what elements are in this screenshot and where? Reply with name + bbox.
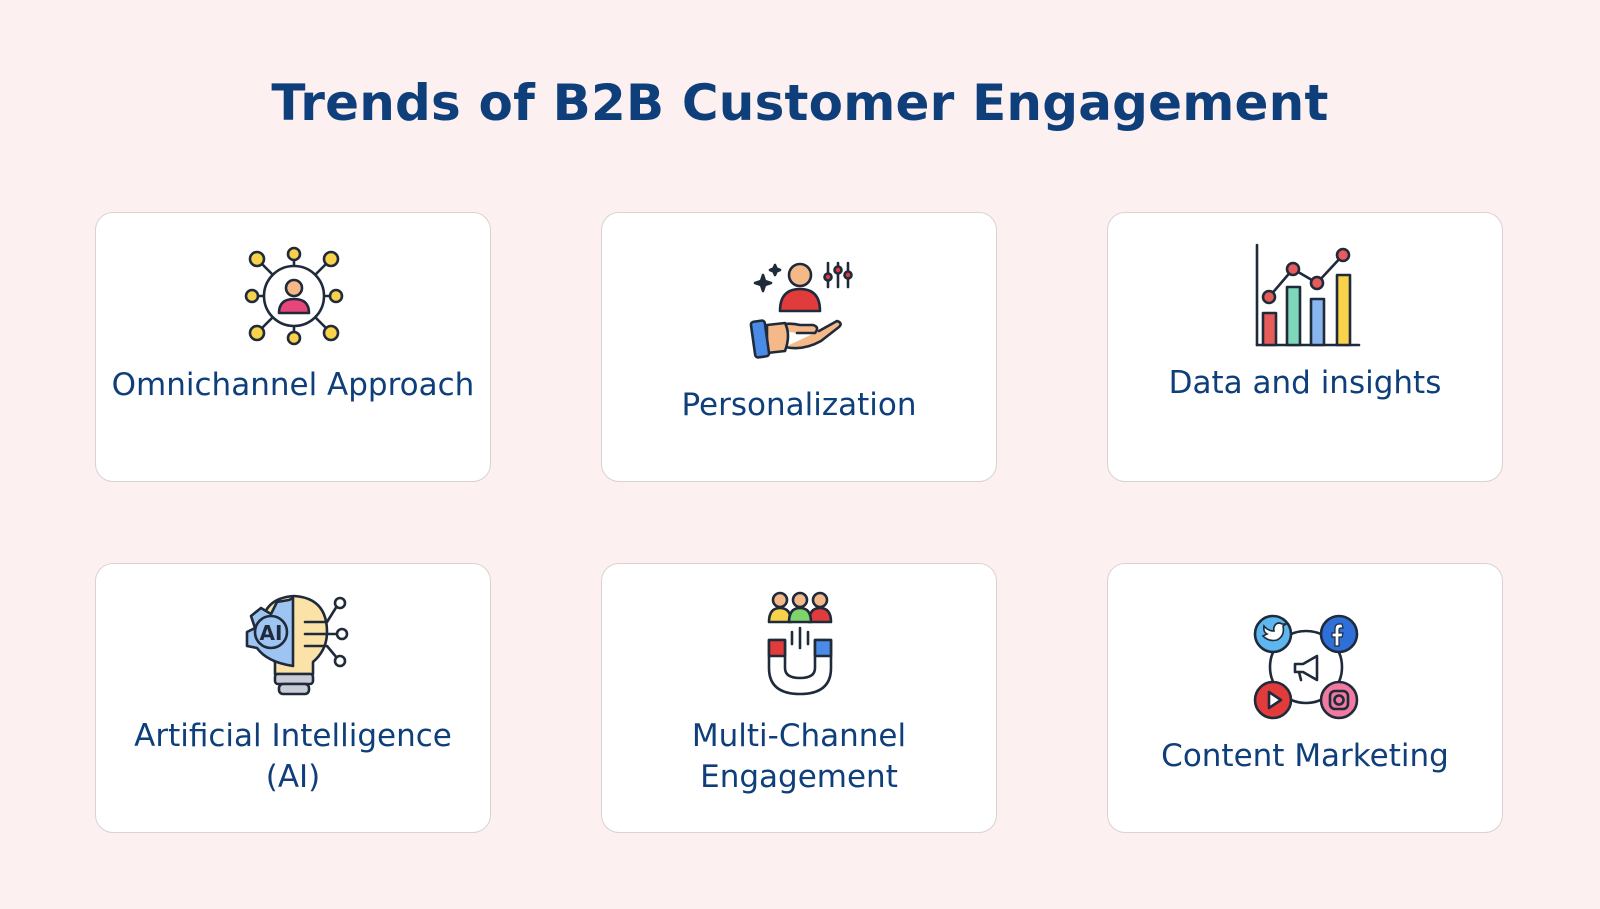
card-data-insights: Data and insights (1107, 212, 1503, 482)
card-multichannel: Multi-Channel Engagement (601, 563, 997, 833)
card-label: Personalization (681, 387, 917, 423)
bar-chart-icon (1251, 241, 1361, 351)
card-label: Data and insights (1168, 365, 1442, 401)
card-label: Artificial Intelligence (AI) (134, 718, 452, 795)
card-omnichannel: Omnichannel Approach (95, 212, 491, 482)
magnet-people-icon (745, 590, 855, 700)
page-title: Trends of B2B Customer Engagement (271, 74, 1329, 132)
personalization-hand-user-icon (745, 261, 855, 371)
card-personalization: Personalization (601, 212, 997, 482)
card-label: Multi-Channel Engagement (691, 718, 907, 795)
ai-lightbulb-icon: AI (239, 592, 349, 702)
card-label: Omnichannel Approach (111, 367, 475, 403)
ai-icon-text: AI (260, 621, 283, 645)
omnichannel-network-icon (239, 241, 349, 351)
card-ai: AI Artificial Intelligence (AI) (95, 563, 491, 833)
social-media-icon (1251, 612, 1361, 722)
card-content-marketing: Content Marketing (1107, 563, 1503, 833)
card-label: Content Marketing (1161, 738, 1449, 774)
